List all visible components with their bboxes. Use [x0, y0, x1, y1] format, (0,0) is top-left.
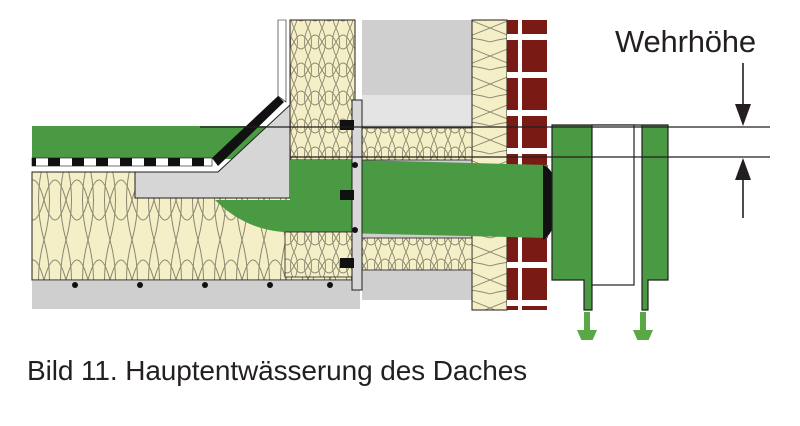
pipe-insulation-upper	[359, 127, 473, 161]
flow-arrow-right	[633, 312, 653, 340]
weir-dimension-arrow-bottom	[735, 158, 751, 218]
weir-height-label: Wehrhöhe	[615, 24, 756, 59]
scupper-weir	[591, 124, 635, 286]
rebar-dots	[72, 282, 333, 288]
roof-membrane-upstand	[212, 96, 284, 166]
roof-membrane	[31, 157, 213, 167]
weir-dimension-arrow-top	[735, 63, 751, 126]
flow-arrow-left	[577, 312, 597, 340]
scupper-box	[551, 124, 669, 311]
concrete-wall-light	[362, 95, 472, 125]
parapet-membrane	[277, 19, 287, 103]
figure-caption: Bild 11. Hauptentwässerung des Daches	[27, 355, 528, 386]
flange-bolts	[340, 120, 358, 268]
drain-pipe	[215, 160, 548, 238]
mortar-wedge	[134, 103, 291, 199]
pipe-insulation-lower	[359, 237, 473, 271]
parapet-insulation	[289, 19, 356, 161]
roof-drainage-diagram	[31, 19, 770, 340]
pipe-insulation-roof	[284, 231, 356, 278]
concrete-slab	[32, 281, 360, 309]
